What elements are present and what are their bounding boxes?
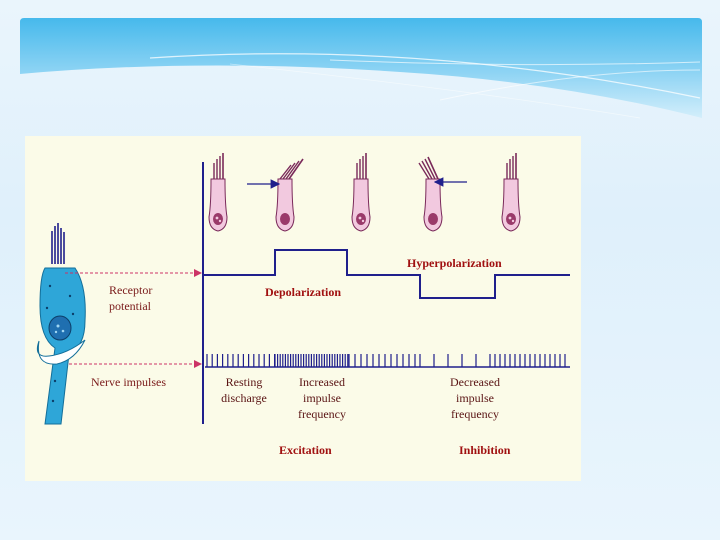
impulse-train: [206, 354, 566, 367]
decreased-frequency-label: Decreased impulse frequency: [450, 375, 500, 421]
hair-cell-icon: [351, 152, 371, 232]
receptor-cell-icon: [36, 223, 86, 425]
receptor-diagram: [36, 152, 570, 425]
hair-cell-icon: [501, 152, 521, 232]
increased-frequency-label: Increased impulse frequency: [298, 375, 346, 421]
resting-discharge-label: Resting discharge: [221, 375, 267, 405]
excitation-label: Excitation: [279, 443, 332, 457]
inhibition-label: Inhibition: [459, 443, 511, 457]
hair-cell-icon: [418, 156, 443, 232]
receptor-potential-label: Receptor potential: [109, 283, 153, 313]
hair-cell-icon: [208, 152, 228, 232]
figure-panel: Receptor potential Nerve impulses Hyperp…: [25, 136, 581, 481]
receptor-potential-trace: [203, 249, 570, 299]
slide-banner: [20, 18, 702, 119]
depolarization-label: Depolarization: [265, 285, 341, 299]
nerve-impulses-label: Nerve impulses: [91, 375, 166, 389]
hair-cell-icon: [275, 158, 304, 232]
hyperpolarization-label: Hyperpolarization: [407, 256, 502, 270]
